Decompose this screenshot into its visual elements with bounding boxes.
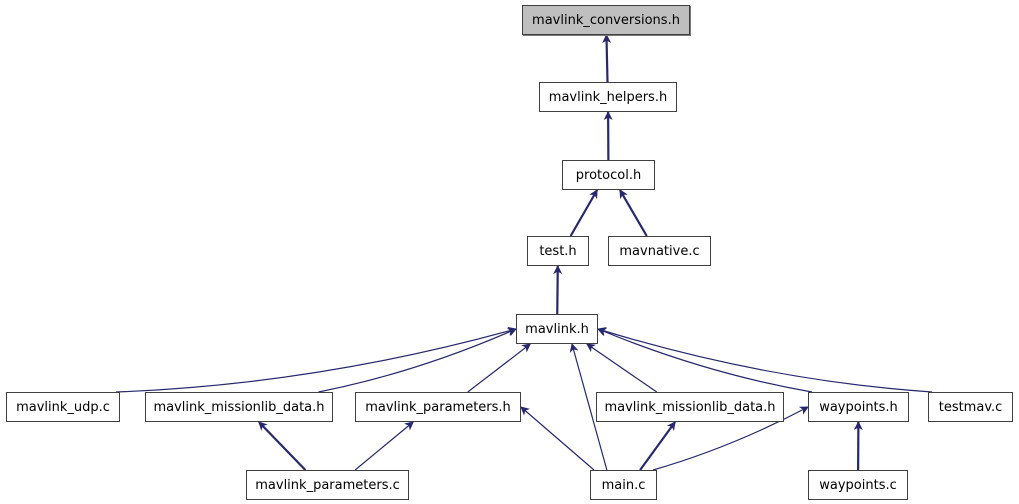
graph-edge-main-c-to-waypoints-h bbox=[652, 406, 809, 471]
graph-node-waypoints-h[interactable]: waypoints.h bbox=[808, 392, 909, 422]
graph-edge-mavlink-udp-c-to-mavlink-h bbox=[115, 326, 517, 393]
graph-edge-waypoints-h-to-mavlink-h bbox=[597, 327, 813, 393]
graph-node-mavlink-parameters-h[interactable]: mavlink_parameters.h bbox=[355, 392, 521, 422]
graph-node-test-h[interactable]: test.h bbox=[527, 236, 589, 266]
graph-node-waypoints-c[interactable]: waypoints.c bbox=[808, 470, 908, 500]
graph-node-mavlink-helpers-h[interactable]: mavlink_helpers.h bbox=[539, 82, 677, 112]
graph-edge-main-c-to-mavlink-missionlib-data-h-right bbox=[639, 421, 676, 471]
graph-node-mavlink-udp-c[interactable]: mavlink_udp.c bbox=[6, 392, 120, 422]
graph-edge-mavlink-missionlib-data-h-right-to-mavlink-h bbox=[586, 343, 658, 393]
graph-edge-mavlink-missionlib-data-h-left-to-mavlink-h bbox=[318, 328, 517, 393]
graph-edge-mavlink-parameters-c-to-mavlink-parameters-h bbox=[354, 421, 414, 471]
graph-node-mavnative-c[interactable]: mavnative.c bbox=[608, 236, 711, 266]
graph-node-protocol-h[interactable]: protocol.h bbox=[562, 160, 655, 190]
graph-edge-mavlink-parameters-h-to-mavlink-h bbox=[467, 343, 532, 393]
graph-edge-mavnative-c-to-protocol-h bbox=[619, 189, 648, 237]
graph-node-mavlink-missionlib-data-h-left[interactable]: mavlink_missionlib_data.h bbox=[145, 392, 333, 422]
graph-node-main-c[interactable]: main.c bbox=[590, 470, 657, 500]
graph-node-mavlink-parameters-c[interactable]: mavlink_parameters.c bbox=[246, 470, 409, 500]
graph-edge-testmav-c-to-mavlink-h bbox=[597, 327, 933, 393]
graph-edge-main-c-to-mavlink-h bbox=[569, 343, 608, 471]
graph-node-testmav-c[interactable]: testmav.c bbox=[928, 392, 1013, 422]
graph-node-mavlink-conversions-h[interactable]: mavlink_conversions.h bbox=[522, 5, 690, 35]
graph-node-mavlink-h[interactable]: mavlink.h bbox=[516, 314, 598, 344]
graph-edge-mavlink-helpers-h-to-mavlink-conversions-h bbox=[602, 34, 612, 83]
graph-node-mavlink-missionlib-data-h-right[interactable]: mavlink_missionlib_data.h bbox=[596, 392, 784, 422]
graph-edge-mavlink-parameters-c-to-mavlink-missionlib-data-h-left bbox=[258, 421, 307, 471]
graph-edge-main-c-to-mavlink-parameters-h bbox=[520, 406, 595, 471]
graph-edge-mavlink-h-to-test-h bbox=[553, 265, 563, 315]
graph-edge-test-h-to-protocol-h bbox=[569, 189, 599, 237]
